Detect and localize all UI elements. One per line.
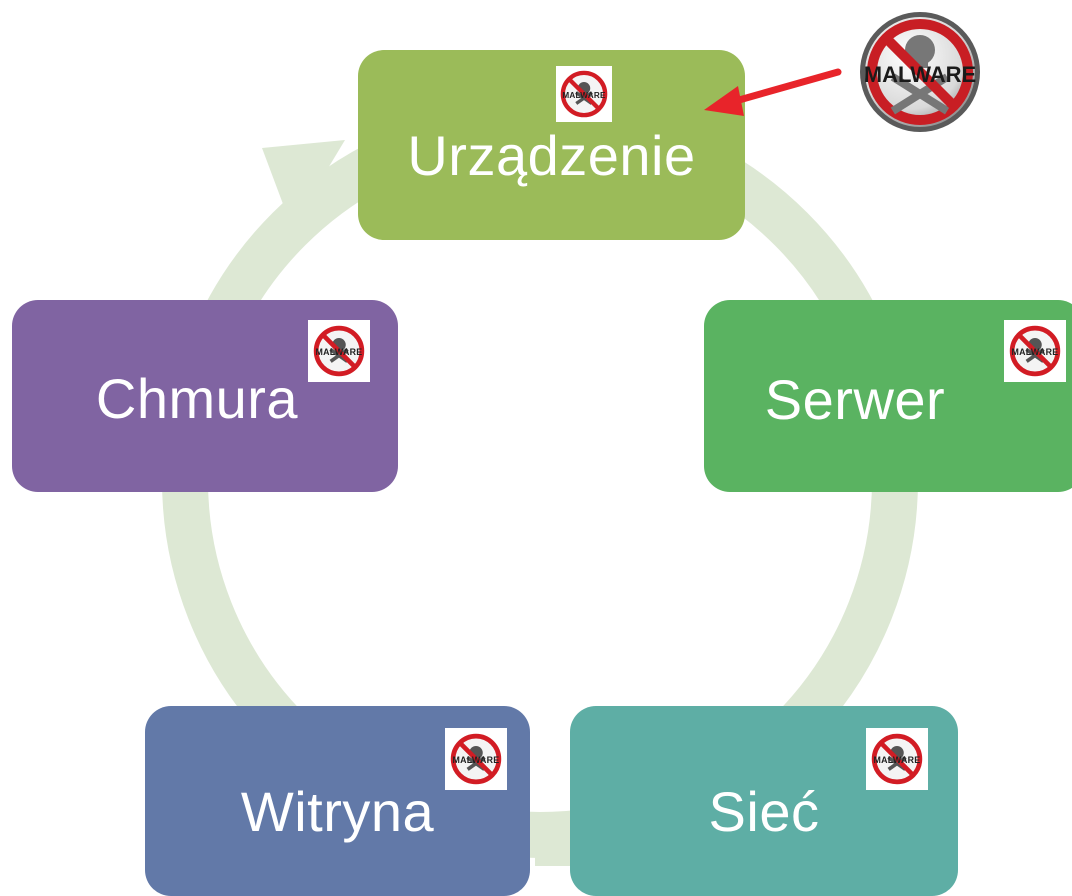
ring-connector bbox=[535, 820, 575, 866]
malware-badge-icon: MALWARE bbox=[1004, 320, 1066, 382]
badge-text-large: MALWARE bbox=[864, 62, 976, 87]
malware-badge-icon: MALWARE bbox=[445, 728, 507, 790]
malware-badge-icon: MALWARE bbox=[556, 66, 612, 122]
node-serwer: Serwer MALWARE bbox=[704, 300, 1072, 492]
ring-arrowhead bbox=[262, 140, 345, 228]
badge-text: MALWARE bbox=[453, 755, 500, 765]
malware-badge-icon: MALWARE bbox=[866, 728, 928, 790]
malware-large-icon: MALWARE bbox=[860, 12, 980, 132]
malware-badge-icon: MALWARE bbox=[308, 320, 370, 382]
node-label-siec: Sieć bbox=[708, 779, 820, 843]
node-witryna: Witryna MALWARE bbox=[145, 706, 530, 896]
node-label-chmura: Chmura bbox=[95, 366, 299, 430]
node-chmura: Chmura MALWARE bbox=[12, 300, 398, 492]
node-label-urzadzenie: Urządzenie bbox=[407, 123, 696, 187]
node-siec: Sieć MALWARE bbox=[570, 706, 958, 896]
badge-text: MALWARE bbox=[874, 755, 921, 765]
node-label-witryna: Witryna bbox=[240, 779, 435, 843]
badge-text: MALWARE bbox=[316, 347, 363, 357]
node-urzadzenie: Urządzenie MALWARE bbox=[358, 50, 745, 240]
node-label-serwer: Serwer bbox=[764, 367, 946, 431]
badge-text: MALWARE bbox=[562, 91, 606, 100]
badge-text: MALWARE bbox=[1012, 347, 1059, 357]
